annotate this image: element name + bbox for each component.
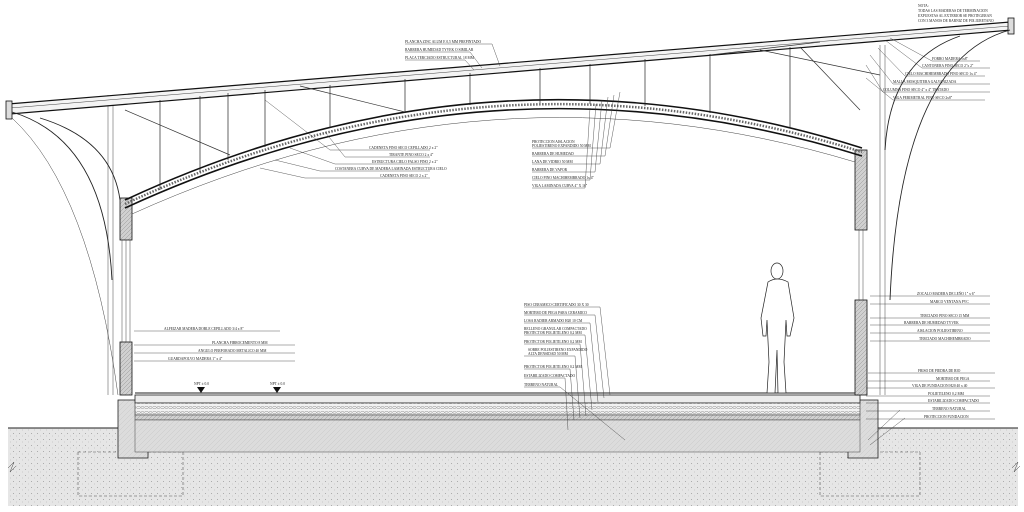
callout-center-3: BARRERA DE HUMEDAD <box>532 152 574 156</box>
callout-floor-9: PROTECTOR POLIETILENO 0,2 MM <box>524 365 582 370</box>
callout-found-1: FRISO DE PIEDRA DE RIO <box>918 369 961 373</box>
callout-arch-4: COSTANERA CURVA DE MADERA LAMINADA ESTRU… <box>335 167 447 171</box>
callout-right-3: CIELO MACHIHEMBRADO PINO SECO 1x 4" <box>905 72 978 76</box>
callout-center-7: VIGA LAMINADA CURVA 4" X 16" <box>532 184 588 188</box>
callout-floor-4: RELLENO GRANULAR COMPACTADO <box>524 327 587 331</box>
callout-found-7: PROTECCION FUNDACION <box>924 415 969 419</box>
callout-center-1: PROTECCION AISLACION <box>532 140 575 144</box>
level-mark-1: NPT ± 0.0 <box>194 382 209 386</box>
callout-wall-right-3: TERCIADO PINO SECO 15 MM <box>920 314 970 318</box>
note-line-4: CON 3 MANOS DE BARNIZ DE POLIURETANO <box>918 19 994 23</box>
wall-upper-right <box>854 149 868 231</box>
wall-lower-left <box>119 341 133 396</box>
callout-arch-2: TIRANTE PINO SECO 2 x 4" <box>389 153 434 157</box>
fascia-right <box>1007 17 1015 35</box>
callout-floor-6: SOBRE POLIESTIRENO EXPANDIDO <box>528 348 588 352</box>
laminated-beam-bottom <box>124 107 863 209</box>
human-scale-figure <box>760 262 795 394</box>
callout-center-6: CIELO PINO MACHIHEMBRADO 1x 4" <box>532 176 594 180</box>
callout-floor-11: TERRENO NATURAL <box>524 383 558 387</box>
callout-floor-1: PISO CERAMICO CERTIFICADO 30 X 30 <box>524 303 589 307</box>
callouts-foundation-right: FRISO DE PIEDRA DE RIO MORTERO DE PEGA V… <box>866 369 995 420</box>
insulation-layer <box>134 414 861 421</box>
walls <box>107 45 886 396</box>
left-bracket-curve <box>11 111 113 281</box>
callout-center-5: BARRERA DE VAPOR <box>532 168 568 172</box>
level-marker-1 <box>197 387 205 393</box>
callout-wall-right-6: TERCIADO MACHIHEMBRADO <box>919 337 971 341</box>
right-bracket-curve <box>889 29 1011 301</box>
callouts-floor: PISO CERAMICO CERTIFICADO 30 X 30 MORTER… <box>524 303 626 441</box>
callout-wall-left-1: ALFEIZAR MADERA DOBLE CEPILLADO 3/4 x 8" <box>164 327 244 331</box>
callout-found-3: VIGA DE FUNDACION H20 40 x 40 <box>912 384 968 388</box>
callout-right-1: FORRO MADERA 1x8" <box>932 57 969 61</box>
callouts-roof-right: FORRO MADERA 1x8" CANTONERA PINO SECO 2"… <box>865 37 990 101</box>
gravel-layer <box>134 402 861 416</box>
fascia-left <box>5 100 13 120</box>
callout-wall-right-4: BARRERA DE HUMEDAD TYVEK <box>904 321 959 325</box>
ceiling-curve <box>131 117 856 215</box>
callout-floor-8: PROTECTOR POLIETILENO 0,2 MM <box>524 340 582 345</box>
callouts-center: PROTECCION AISLACION POLIESTIRENO EXPAND… <box>532 91 621 189</box>
general-note: NOTA: TODAS LAS MADERAS DE TERMINACION E… <box>918 4 994 23</box>
callout-arch-5: CADENETA PINO SECO 2 x 2" <box>380 174 428 178</box>
callout-floor-10: ESTABILIZADO COMPACTADO <box>524 374 576 378</box>
level-mark-2: NPT ± 0.0 <box>270 382 285 386</box>
note-line-3: EXPUESTAS AL EXTERIOR SE PROTEGERAN <box>918 14 992 18</box>
callout-found-5: ESTABILIZADO COMPACTADO <box>928 399 980 403</box>
callout-right-4: MALLA MOSQUITERA GALVANIZADA <box>893 80 957 84</box>
callout-wall-left-4: GUARDAPOLVO MADERA 1" x 4" <box>168 357 223 361</box>
callout-roof-plywood: PLACA TERCIADO ESTRUCTURAL 18 MM <box>405 56 475 60</box>
callout-floor-3: LOSA RADIER ARMADO H20 10 CM <box>524 319 583 323</box>
callout-wall-right-1: ZOCALO MADERA DE LEÑO 1" x 6" <box>917 291 976 296</box>
laminated-beam-top <box>124 98 863 201</box>
callout-wall-left-2: PLANCHA FIBROCEMENTO 8 MM <box>212 341 268 345</box>
wall-lower-right <box>854 299 868 396</box>
callout-arch-3: ESTRUCTURA CIELO FALSO PINO 2 x 2" <box>372 160 438 164</box>
callout-right-5: COLUMNA PINO SECO 4" x 4" TRATADO <box>883 88 949 92</box>
callout-floor-2: MORTERO DE PEGA PARA CERAMICO <box>524 311 587 315</box>
callout-right-6: VIGA PERIMETRAL PINO SECO 2x8" <box>893 96 953 100</box>
callout-right-2: CANTONERA PINO SECO 2"x 2" <box>922 64 974 68</box>
callout-arch-1: CADENETA PINO SECO CEPILLADO 2 x 2" <box>369 146 438 150</box>
callout-roof-barrier: BARRERA HUMEDAD TYVEK O SIMILAR <box>405 48 474 52</box>
callout-floor-5: PROTECTOR POLIETILENO 0,2 MM <box>524 331 582 336</box>
callout-wall-right-5: AISLACION POLIESTIRENO <box>917 329 963 333</box>
floor-slab <box>134 394 861 404</box>
callout-roof-sheet: PLANCHA ZINC ALUM E 0,5 MM PREPINTADO <box>405 40 481 45</box>
note-line-2: TODAS LAS MADERAS DE TERMINACION <box>918 9 988 13</box>
callouts-arch: CADENETA PINO SECO CEPILLADO 2 x 2" TIRA… <box>259 99 447 179</box>
callout-found-2: MORTERO DE PEGA <box>936 377 970 381</box>
callout-found-4: POLIETILENO 0,2 MM <box>928 392 965 397</box>
callout-wall-left-3: ANGULO PERFORADO METALICO 40 MM <box>198 349 267 353</box>
truss-braces <box>124 41 881 156</box>
truss-posts <box>159 47 791 190</box>
level-marker-2 <box>273 387 281 393</box>
callout-floor-7: ALTA DENSIDAD 50 MM <box>528 352 569 356</box>
ground-section: NPT ± 0.0 NPT ± 0.0 <box>7 382 1021 506</box>
callouts-roof-left: PLANCHA ZINC ALUM E 0,5 MM PREPINTADO BA… <box>405 40 501 71</box>
callout-center-4: LANA DE VIDRIO 50 MM <box>532 160 573 164</box>
roof-structure <box>5 17 1015 396</box>
callout-wall-right-2: MARCO VENTANA PVC <box>930 300 969 304</box>
compacted-fill <box>134 419 861 453</box>
callout-found-6: TERRENO NATURAL <box>932 407 966 411</box>
note-line-1: NOTA: <box>918 4 929 8</box>
callouts-wall-right: ZOCALO MADERA DE LEÑO 1" x 6" MARCO VENT… <box>870 291 990 342</box>
right-leader-lines <box>867 409 906 446</box>
callout-center-2: POLIESTIRENO EXPANDIDO 50 MM <box>532 144 591 148</box>
callouts-wall-left: ALFEIZAR MADERA DOBLE CEPILLADO 3/4 x 8"… <box>134 327 295 362</box>
